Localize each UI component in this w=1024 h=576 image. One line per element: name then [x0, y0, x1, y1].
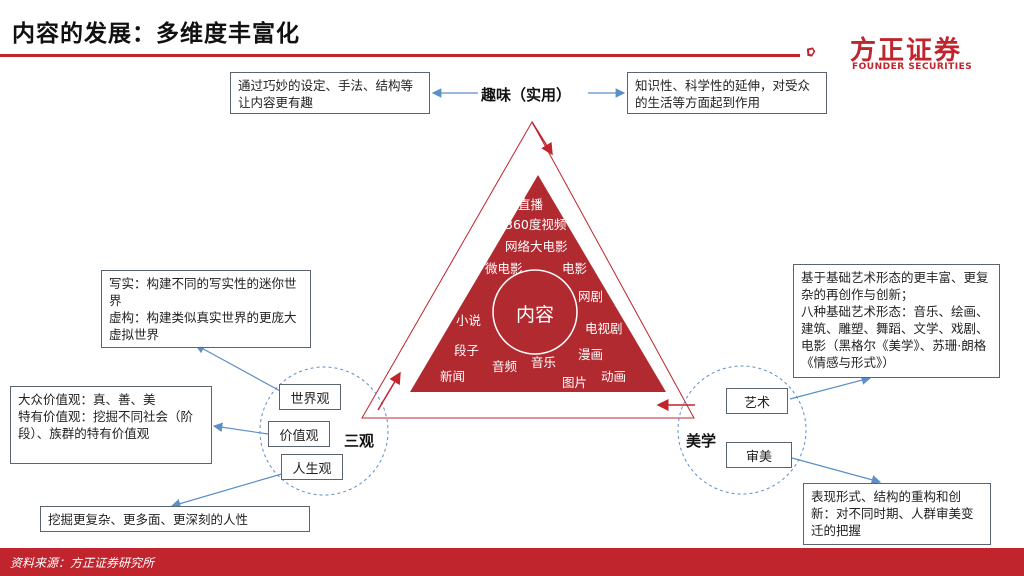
content-triangle: [410, 175, 666, 392]
worldview-note-fiction: 虚构：构建类似真实世界的更庞大虚拟世界: [109, 310, 297, 342]
content-item-audio: 音频: [492, 359, 518, 374]
content-item-tv-drama: 电视剧: [585, 321, 623, 336]
content-item-jokes: 段子: [454, 343, 480, 358]
values-note-box: 大众价值观：真、善、美 特有价值观：挖掘不同社会（阶段）、族群的特有价值观: [10, 386, 212, 464]
right-dashed-circle: [677, 365, 807, 495]
left-dashed-circle: [259, 366, 389, 496]
fun-note-box: 通过巧妙的设定、手法、结构等让内容更有趣: [230, 72, 430, 114]
art-note-recreation: 基于基础艺术形态的更丰富、更复杂的再创作与创新；: [801, 270, 989, 302]
arrow-to-values-note: [212, 422, 269, 435]
tag-aesthetic: 审美: [726, 442, 792, 468]
worldview-note-box: 写实：构建不同的写实性的迷你世界 虚构：构建类似真实世界的更庞大虚拟世界: [101, 270, 311, 348]
aesthetic-note-text: 表现形式、结构的重构和创新：对不同时期、人群审美变迁的把握: [811, 489, 974, 538]
practical-note-text: 知识性、科学性的延伸，对受众的生活等方面起到作用: [635, 78, 811, 110]
arrow-to-art-note: [789, 375, 872, 400]
aesthetics-label: 美学: [686, 432, 717, 450]
content-item-360-video: 360度视频: [505, 217, 567, 232]
logo-english: FOUNDER SECURITIES: [852, 62, 973, 72]
page-title: 内容的发展：多维度丰富化: [12, 21, 300, 47]
tag-art: 艺术: [726, 388, 788, 414]
worldview-note-realism: 写实：构建不同的写实性的迷你世界: [109, 276, 297, 308]
aesthetic-note-box: 表现形式、结构的重构和创新：对不同时期、人群审美变迁的把握: [803, 483, 991, 545]
arrow-to-worldview-note: [194, 344, 283, 393]
tag-worldview: 世界观: [279, 384, 341, 410]
content-item-novel: 小说: [456, 313, 482, 328]
outer-triangle: [361, 120, 695, 419]
content-item-pictures: 图片: [562, 375, 588, 390]
content-item-web-movie: 网络大电影: [505, 239, 568, 254]
title-underline: [0, 54, 800, 57]
life-note-box: 挖掘更复杂、更多面、更深刻的人性: [40, 506, 310, 532]
content-item-micro-film: 微电影: [485, 261, 523, 276]
practical-note-box: 知识性、科学性的延伸，对受众的生活等方面起到作用: [627, 72, 827, 114]
cycle-arrow-left: [377, 371, 401, 411]
content-item-live: 直播: [518, 197, 544, 212]
fun-practical-label: 趣味（实用）: [481, 86, 572, 104]
content-item-comics: 漫画: [578, 347, 604, 362]
content-item-web-drama: 网剧: [578, 289, 604, 304]
content-center-label: 内容: [516, 304, 555, 326]
fun-note-text: 通过巧妙的设定、手法、结构等让内容更有趣: [238, 78, 414, 110]
tag-outlook-on-life: 人生观: [281, 454, 343, 480]
content-item-animation: 动画: [601, 369, 627, 384]
logo-name: 方正证券: [850, 36, 963, 66]
content-center-circle: [492, 269, 578, 355]
life-note-text: 挖掘更复杂、更多面、更深刻的人性: [48, 512, 249, 527]
values-note-specific: 特有价值观：挖掘不同社会（阶段）、族群的特有价值观: [18, 409, 194, 441]
tag-values: 价值观: [268, 421, 330, 447]
content-item-film: 电影: [562, 261, 588, 276]
footer-bar: [0, 548, 1024, 576]
arrow-to-life-note: [170, 472, 286, 509]
content-item-news: 新闻: [440, 369, 466, 384]
founder-logo-icon: [806, 47, 816, 57]
content-item-music: 音乐: [531, 355, 557, 370]
three-views-label: 三观: [344, 432, 375, 450]
art-note-eight-forms: 八种基础艺术形态：音乐、绘画、建筑、雕塑、舞蹈、文学、戏剧、电影（黑格尔《美学》…: [801, 304, 989, 370]
cycle-arrow-top: [531, 121, 553, 156]
arrow-to-aesthetic-note: [791, 457, 882, 485]
art-note-box: 基于基础艺术形态的更丰富、更复杂的再创作与创新； 八种基础艺术形态：音乐、绘画、…: [793, 264, 1000, 378]
footer-source: 资料来源：方正证券研究所: [10, 556, 155, 570]
values-note-public: 大众价值观：真、善、美: [18, 392, 156, 407]
